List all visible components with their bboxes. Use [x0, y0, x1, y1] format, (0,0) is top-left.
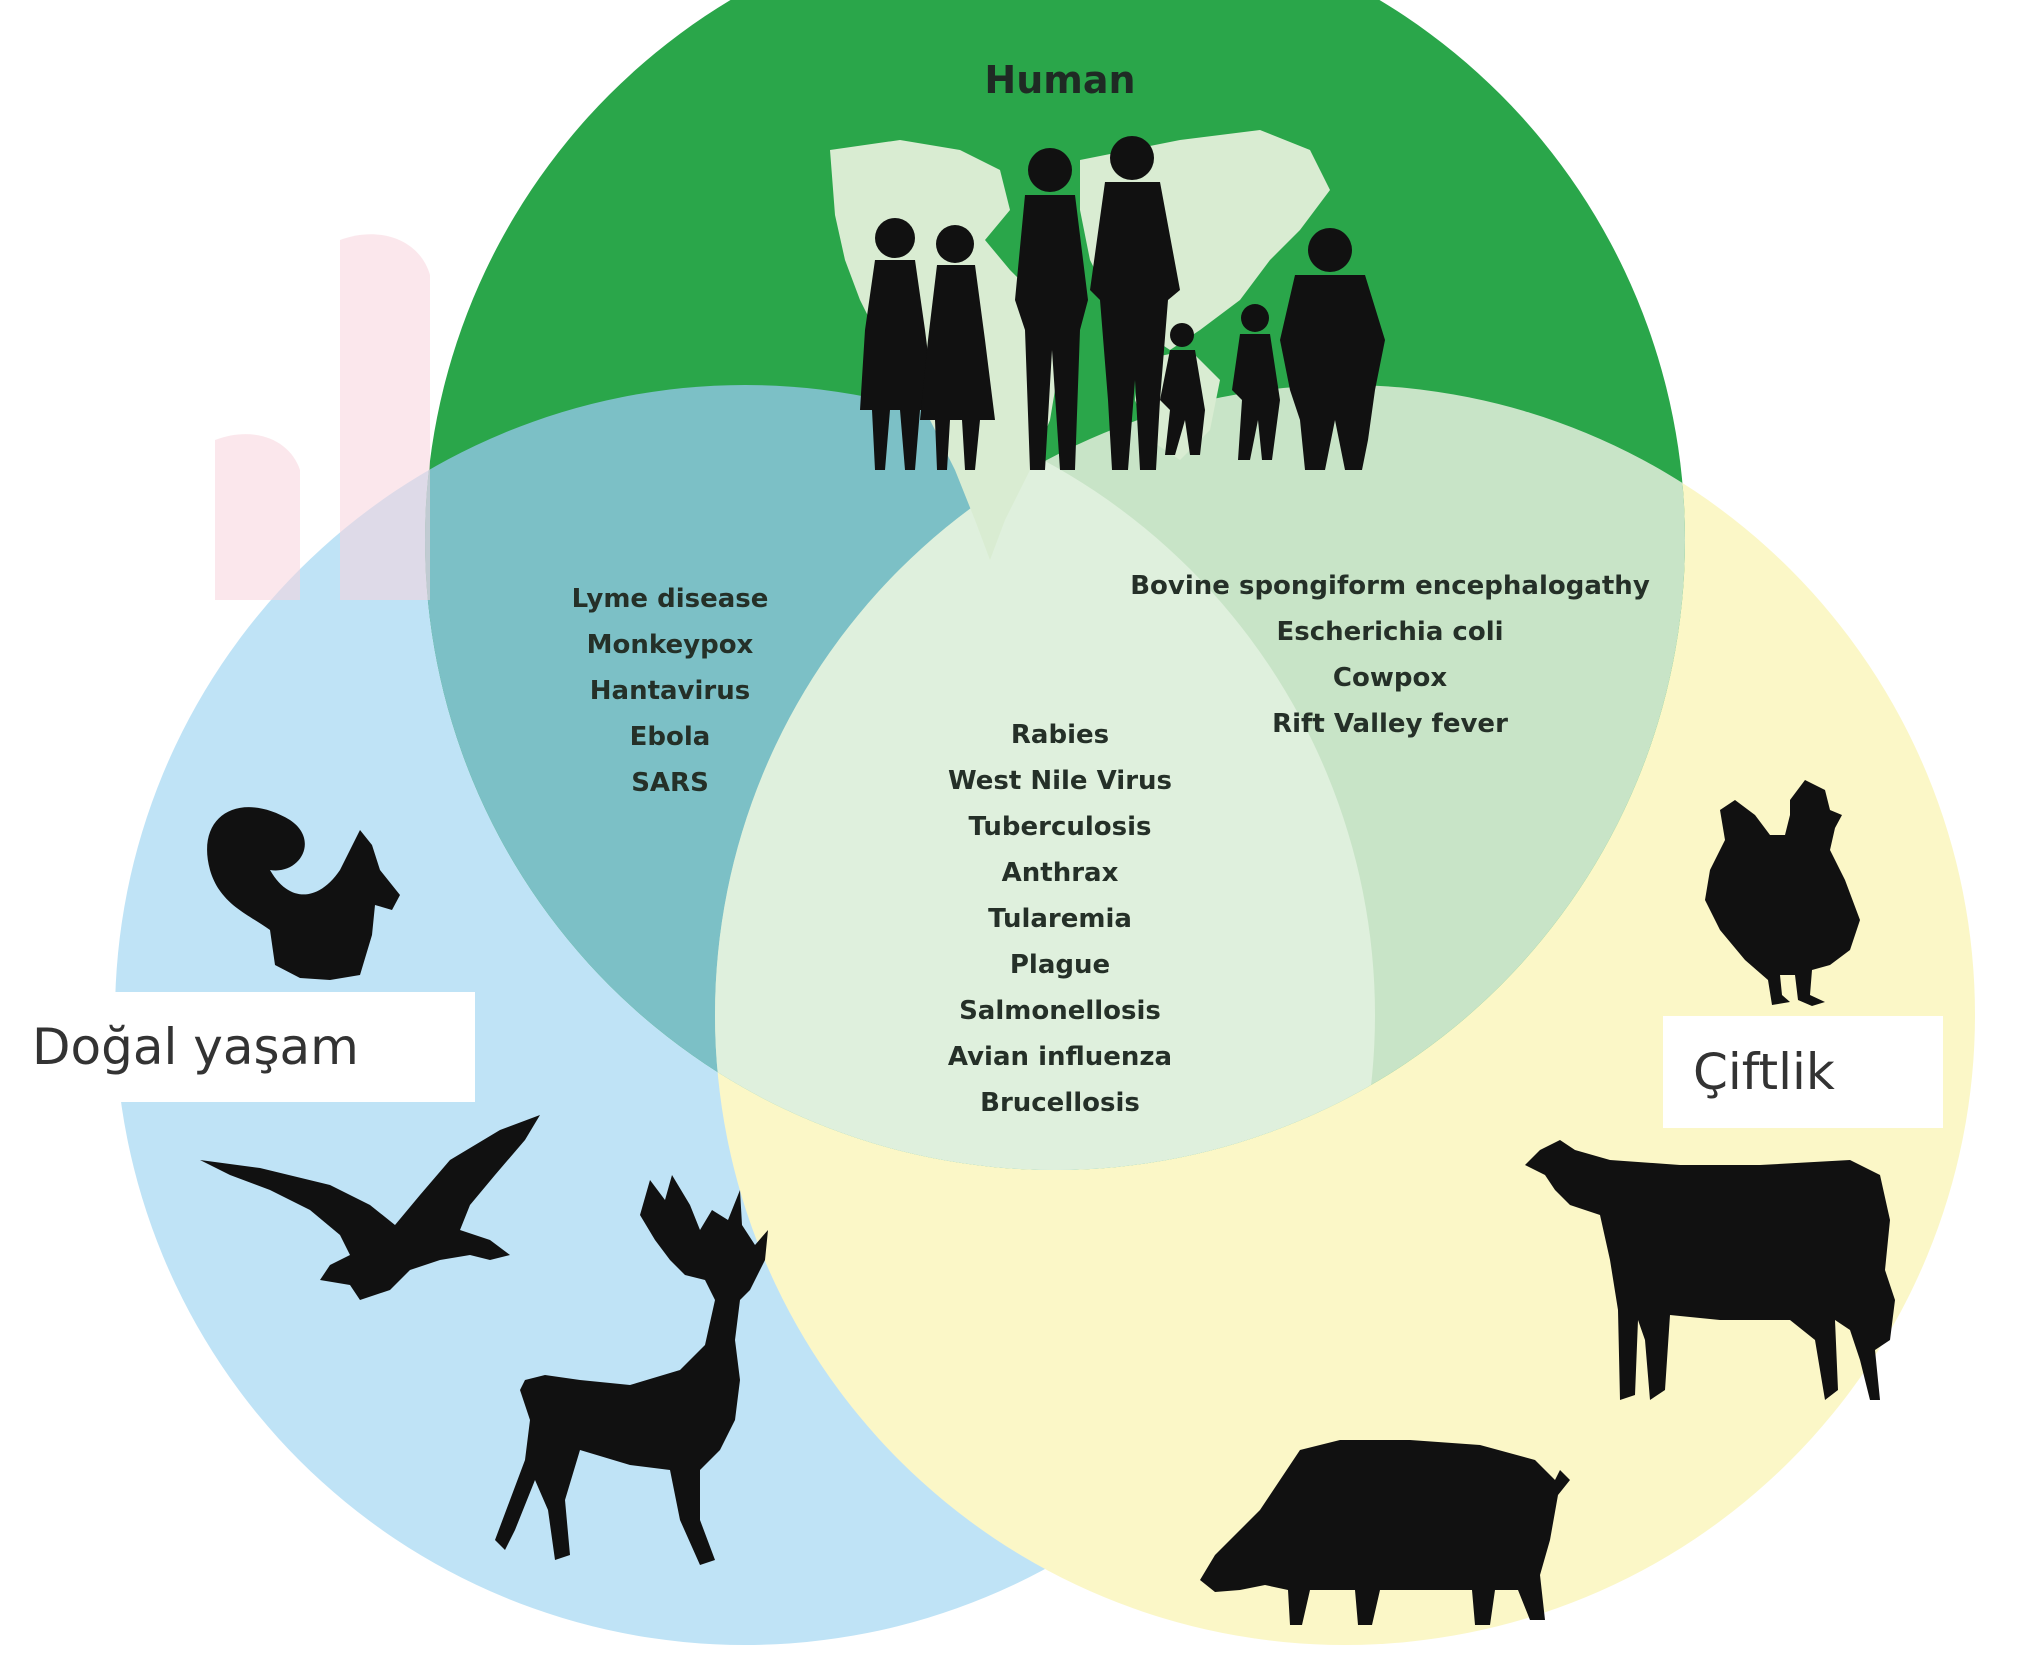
- list-item: Rabies: [1010, 720, 1110, 750]
- deer-icon: [495, 1175, 768, 1565]
- list-item: Tularemia: [988, 904, 1132, 934]
- list-item: Escherichia coli: [1276, 617, 1504, 647]
- list-item: Avian influenza: [947, 1042, 1173, 1072]
- list-item: Monkeypox: [586, 630, 754, 660]
- rooster-icon: [1705, 780, 1860, 1006]
- list-item: West Nile Virus: [948, 766, 1172, 796]
- cow-icon: [1525, 1140, 1895, 1400]
- list-item: Rift Valley fever: [1272, 709, 1508, 739]
- human-title: Human: [984, 58, 1136, 102]
- list-item: Cowpox: [1332, 663, 1448, 693]
- center-overlap: [715, 385, 1375, 1170]
- watermark-mark: [215, 434, 300, 600]
- list-item: Brucellosis: [980, 1088, 1140, 1118]
- watermark-mark: [340, 234, 430, 601]
- person-man-2: [1090, 136, 1180, 470]
- person-woman-2: [920, 225, 995, 470]
- list-item: Salmonellosis: [959, 996, 1161, 1026]
- list-item: Lyme disease: [571, 584, 769, 614]
- person-woman-1: [860, 218, 935, 470]
- list-item: Tuberculosis: [968, 812, 1152, 842]
- person-child-2: [1232, 304, 1280, 460]
- list-item: Bovine spongiform encephalogathy: [1130, 571, 1650, 601]
- list-item: Ebola: [629, 722, 711, 752]
- squirrel-icon: [207, 807, 400, 980]
- human-wildlife-list: Lyme disease Monkeypox Hantavirus Ebola …: [510, 576, 830, 806]
- all-three-list: Rabies West Nile Virus Tuberculosis Anth…: [900, 712, 1220, 1126]
- bird-icon: [200, 1115, 540, 1300]
- person-man-3: [1280, 228, 1385, 470]
- pig-icon: [1200, 1440, 1570, 1625]
- person-child-1: [1160, 323, 1205, 455]
- human-farm-list: Bovine spongiform encephalogathy Escheri…: [1090, 563, 1690, 747]
- list-item: Plague: [1009, 950, 1111, 980]
- farm-title: Çiftlik: [1663, 1016, 1943, 1128]
- list-item: SARS: [631, 768, 709, 798]
- list-item: Anthrax: [1001, 858, 1119, 888]
- people-icon: [860, 136, 1385, 470]
- list-item: Hantavirus: [589, 676, 751, 706]
- person-man-1: [1015, 148, 1088, 470]
- wildlife-title: Doğal yaşam: [20, 992, 475, 1102]
